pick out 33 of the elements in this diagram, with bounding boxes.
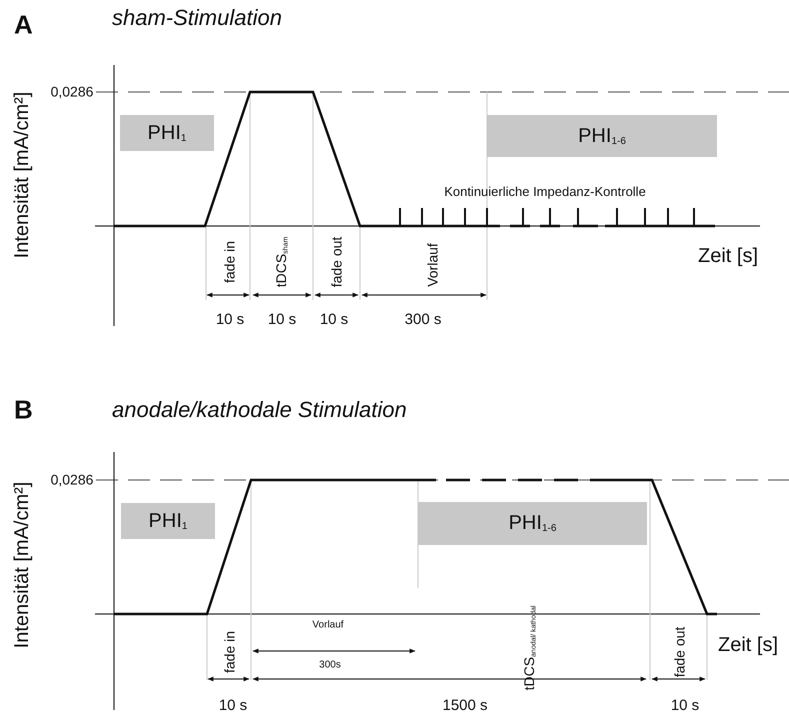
band-label: PHI$_{1-6}$	[578, 124, 626, 148]
duration-label: 10 s	[320, 312, 348, 328]
band-label: PHI$_{1}$	[148, 510, 188, 532]
panel-title: anodale/kathodale Stimulation	[112, 398, 407, 422]
axis-label: Zeit [s]	[718, 634, 778, 656]
phase-label: Vorlauf	[425, 243, 441, 287]
duration-label: 1500 s	[442, 698, 488, 714]
axis-label: Intensität [mA/cm²]	[11, 482, 33, 648]
duration-label: 300 s	[404, 312, 442, 328]
phase-band	[121, 503, 215, 539]
panel-title: sham-Stimulation	[112, 6, 282, 30]
panel-letter: A	[14, 10, 33, 40]
phase-label: fade out	[329, 236, 345, 288]
phase-band	[418, 502, 647, 545]
duration-label: 300s	[319, 660, 341, 670]
axis-value: 0,0286	[50, 472, 94, 488]
duration-label: 10 s	[216, 312, 244, 328]
axis-value: 0,0286	[50, 84, 94, 100]
duration-label: 10 s	[670, 698, 700, 714]
phase-label: fade in	[222, 630, 238, 674]
panel-letter: B	[14, 396, 33, 424]
phase-label: Vorlauf	[312, 620, 344, 630]
axis-label: Intensität [mA/cm²]	[11, 92, 33, 258]
phase-band	[487, 115, 717, 157]
band-label: PHI$_{1-6}$	[508, 512, 556, 535]
annotation-text: Kontinuierliche Impedanz-Kontrolle	[444, 184, 646, 200]
phase-band	[120, 115, 214, 151]
duration-label: 10 s	[268, 312, 296, 328]
band-label: PHI$_{1}$	[148, 122, 186, 144]
phase-label: fade in	[222, 240, 238, 284]
phase-label: fade out	[672, 626, 688, 678]
axis-label: Zeit [s]	[698, 245, 758, 267]
duration-label: 10 s	[218, 698, 248, 714]
